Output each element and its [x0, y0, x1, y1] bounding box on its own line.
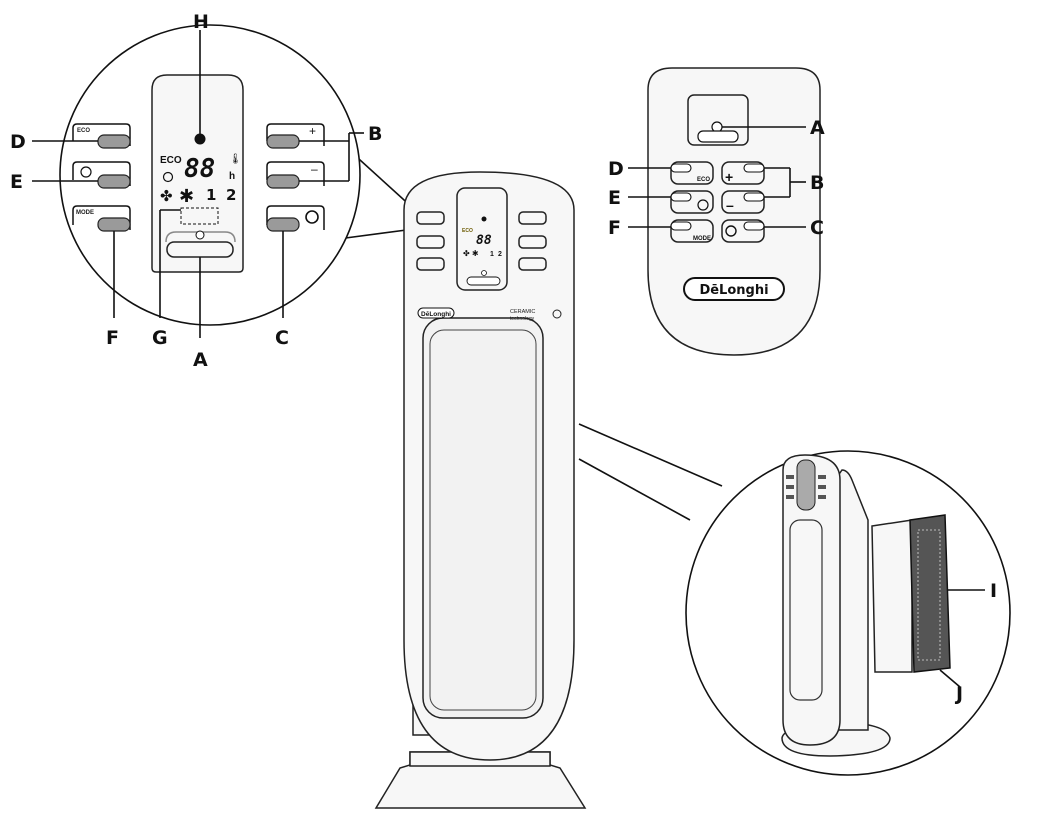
thermometer-icon: 🌡 [229, 153, 242, 165]
side-view-rear [834, 469, 869, 731]
callout-I: I [990, 580, 997, 602]
ceramic-label: CERAMIC [510, 309, 535, 315]
timer-button[interactable] [97, 174, 131, 189]
callout-J: J [954, 683, 963, 705]
tower-eco-button[interactable] [416, 211, 445, 225]
oscillation-icon [305, 210, 319, 224]
fan-icon: ✤ [160, 187, 173, 205]
speed-1: 1 [206, 186, 216, 204]
callout-F-panel: F [106, 327, 119, 349]
timer-indicator-icon [162, 171, 174, 183]
tower-oscillation-button[interactable] [518, 257, 547, 271]
side-button-3 [786, 495, 794, 499]
callout-D-panel: D [10, 131, 26, 153]
eco-button-label: ECO [77, 128, 90, 134]
remote-minus-symbol: – [726, 197, 734, 213]
tower-power-icon [481, 270, 487, 276]
side-view-body [782, 454, 841, 746]
zoom-line-right-bottom [578, 458, 691, 521]
eco-button[interactable] [97, 134, 131, 149]
callout-E-remote: E [608, 187, 621, 209]
side-view-control [796, 459, 816, 511]
tower-eco-text: ECO [462, 228, 473, 234]
tower-grille-panel [422, 317, 544, 719]
tower-indicator-light [481, 216, 487, 222]
remote-clock-icon [697, 199, 709, 211]
tower-plus-button[interactable] [518, 211, 547, 225]
tower-digits: 88 [476, 233, 492, 248]
tower-fan-icon: ✤ ✱ [463, 249, 479, 258]
ceramic-badge-icon [552, 309, 562, 319]
callout-F-remote: F [608, 217, 621, 239]
tower-logo-badge [417, 307, 455, 319]
tower-display [456, 187, 508, 291]
zoom-line-top [337, 228, 415, 240]
remote-timer-button[interactable] [670, 192, 692, 202]
side-button-1 [786, 475, 794, 479]
remote-logo: DēLonghi [699, 283, 768, 298]
clock-icon [80, 166, 92, 178]
callout-G-panel: G [152, 327, 168, 349]
plus-button[interactable] [266, 134, 300, 149]
tower-mode-button[interactable] [416, 257, 445, 271]
callout-B-panel: B [368, 123, 382, 145]
tower-timer-button[interactable] [416, 235, 445, 249]
side-button-5 [818, 485, 826, 489]
tower-power-button[interactable] [466, 276, 501, 286]
power-icon [195, 230, 205, 240]
hour-unit: h [229, 171, 235, 182]
remote-oscillation-button[interactable] [743, 221, 765, 231]
callout-B-remote: B [810, 172, 824, 194]
remote-eco-button[interactable] [670, 163, 692, 173]
tower-minus-button[interactable] [518, 235, 547, 249]
remote-logo-badge [683, 277, 785, 301]
callout-A-panel: A [193, 349, 208, 371]
minus-symbol: – [311, 162, 318, 176]
remote-mode-label: MODE [693, 236, 711, 242]
mode-button[interactable] [97, 217, 131, 232]
callout-A-remote: A [810, 117, 825, 139]
tower-logo: DēLonghi [421, 311, 451, 318]
remote-eco-label: ECO [697, 177, 710, 183]
remote-power-button[interactable] [697, 130, 739, 143]
remote-minus-button[interactable] [743, 192, 765, 202]
callout-H: H [193, 11, 209, 33]
mode-button-label: MODE [76, 210, 94, 216]
power-button[interactable] [166, 241, 234, 258]
remote-plus-button[interactable] [743, 163, 765, 173]
technology-label: technology [510, 316, 535, 322]
callout-E-panel: E [10, 171, 23, 193]
speed-2: 2 [226, 186, 236, 204]
side-view-grille [789, 519, 823, 701]
side-button-4 [818, 475, 826, 479]
eco-indicator: ECO [160, 155, 182, 166]
filter-frame [871, 519, 913, 673]
oscillation-button[interactable] [266, 217, 300, 232]
tower-grille-inner [429, 329, 537, 711]
minus-button[interactable] [266, 174, 300, 189]
tower-speed-1: 1 [490, 251, 494, 258]
plus-symbol: + [309, 124, 316, 138]
callout-D-remote: D [608, 158, 624, 180]
receiver-window [180, 207, 219, 225]
zoom-line-right-top [578, 423, 723, 487]
callout-C-remote: C [810, 217, 824, 239]
side-button-2 [786, 485, 794, 489]
callout-C-panel: C [275, 327, 289, 349]
remote-plus-symbol: + [725, 169, 733, 185]
remote-mode-button[interactable] [670, 221, 692, 231]
snowflake-icon: ✱ [179, 186, 194, 207]
remote-oscillation-icon [725, 225, 737, 237]
removable-filter [909, 514, 951, 673]
indicator-light-icon [194, 133, 206, 145]
temperature-digits: 88 [184, 154, 215, 184]
tower-speed-2: 2 [498, 251, 502, 258]
display-panel [151, 74, 244, 273]
side-button-6 [818, 495, 826, 499]
